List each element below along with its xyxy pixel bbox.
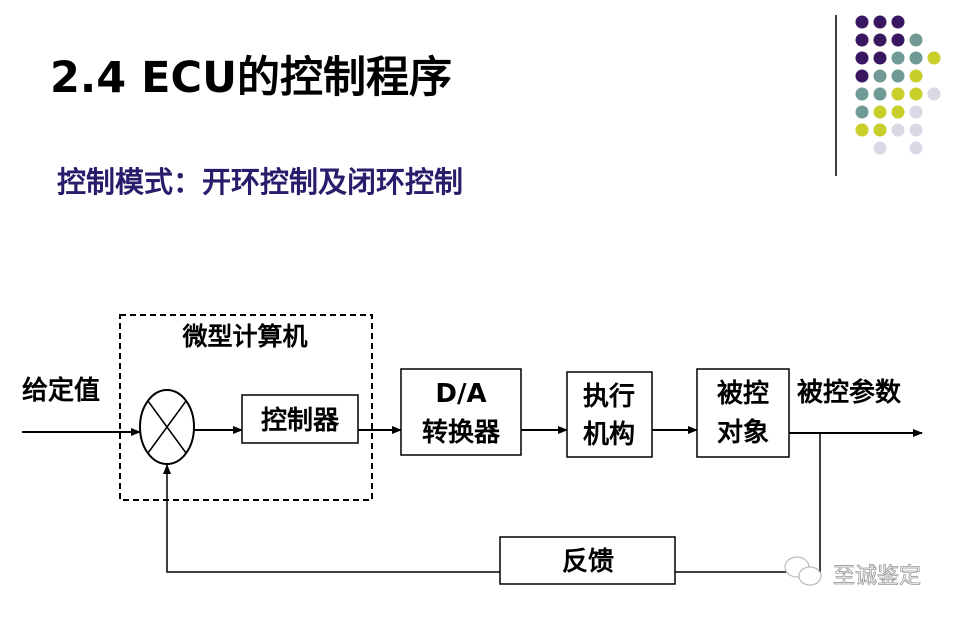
da-converter-block: D/A 转换器: [400, 368, 522, 456]
decorative-dot: [909, 105, 923, 119]
decorative-dot: [891, 51, 905, 65]
decorative-dot: [855, 123, 869, 137]
slide-subtitle: 控制模式：开环控制及闭环控制: [57, 165, 463, 199]
decorative-dot: [873, 105, 887, 119]
decorative-dot: [873, 87, 887, 101]
decorative-dot: [927, 51, 941, 65]
decorative-dot: [909, 123, 923, 137]
wechat-icon: [784, 556, 822, 586]
decorative-dot: [927, 87, 941, 101]
decorative-dot: [891, 69, 905, 83]
summing-junction: [139, 389, 195, 465]
da-label-line2: 转换器: [422, 418, 501, 448]
decorative-dot: [891, 123, 905, 137]
slide-title: 2.4 ECU的控制程序: [50, 53, 452, 103]
decorative-dot: [909, 51, 923, 65]
decorative-dot: [909, 87, 923, 101]
decorative-dot: [873, 69, 887, 83]
watermark-text: 至诚鉴定: [833, 564, 921, 589]
microcomputer-label: 微型计算机: [181, 322, 307, 351]
decorative-dot: [855, 33, 869, 47]
decorative-dot: [891, 33, 905, 47]
controller-block: 控制器: [241, 394, 359, 444]
actuator-label-line1: 执行: [583, 381, 635, 412]
plant-label-line1: 被控: [717, 379, 769, 409]
decorative-dot: [891, 105, 905, 119]
decorative-dot: [873, 123, 887, 137]
decorative-dot: [873, 51, 887, 65]
feedback-label: 反馈: [562, 547, 614, 577]
decorative-dot-grid: [855, 15, 941, 155]
decorative-dot: [873, 15, 887, 29]
output-label: 被控参数: [797, 377, 902, 408]
decorative-dot: [909, 141, 923, 155]
feedback-line-left: [163, 464, 500, 573]
plant-block: 被控 对象: [696, 368, 790, 458]
decorative-dot: [909, 69, 923, 83]
decorative-dot: [891, 87, 905, 101]
da-label-line1: D/A: [435, 379, 486, 409]
microcomputer-boundary: [119, 314, 373, 501]
decorative-dot: [855, 51, 869, 65]
decorative-dot: [855, 69, 869, 83]
actuator-label-line2: 机构: [583, 420, 635, 450]
input-label: 给定值: [22, 375, 100, 406]
plant-label-line2: 对象: [717, 417, 769, 448]
decorative-dot: [891, 15, 905, 29]
decorative-dot: [855, 15, 869, 29]
actuator-block: 执行 机构: [566, 371, 653, 458]
decorative-dot: [873, 141, 887, 155]
decorative-dot: [855, 87, 869, 101]
decorative-dot: [855, 105, 869, 119]
feedback-block: 反馈: [499, 536, 676, 585]
controller-label: 控制器: [261, 406, 340, 436]
decorative-dot: [873, 33, 887, 47]
decorative-dot: [909, 33, 923, 47]
